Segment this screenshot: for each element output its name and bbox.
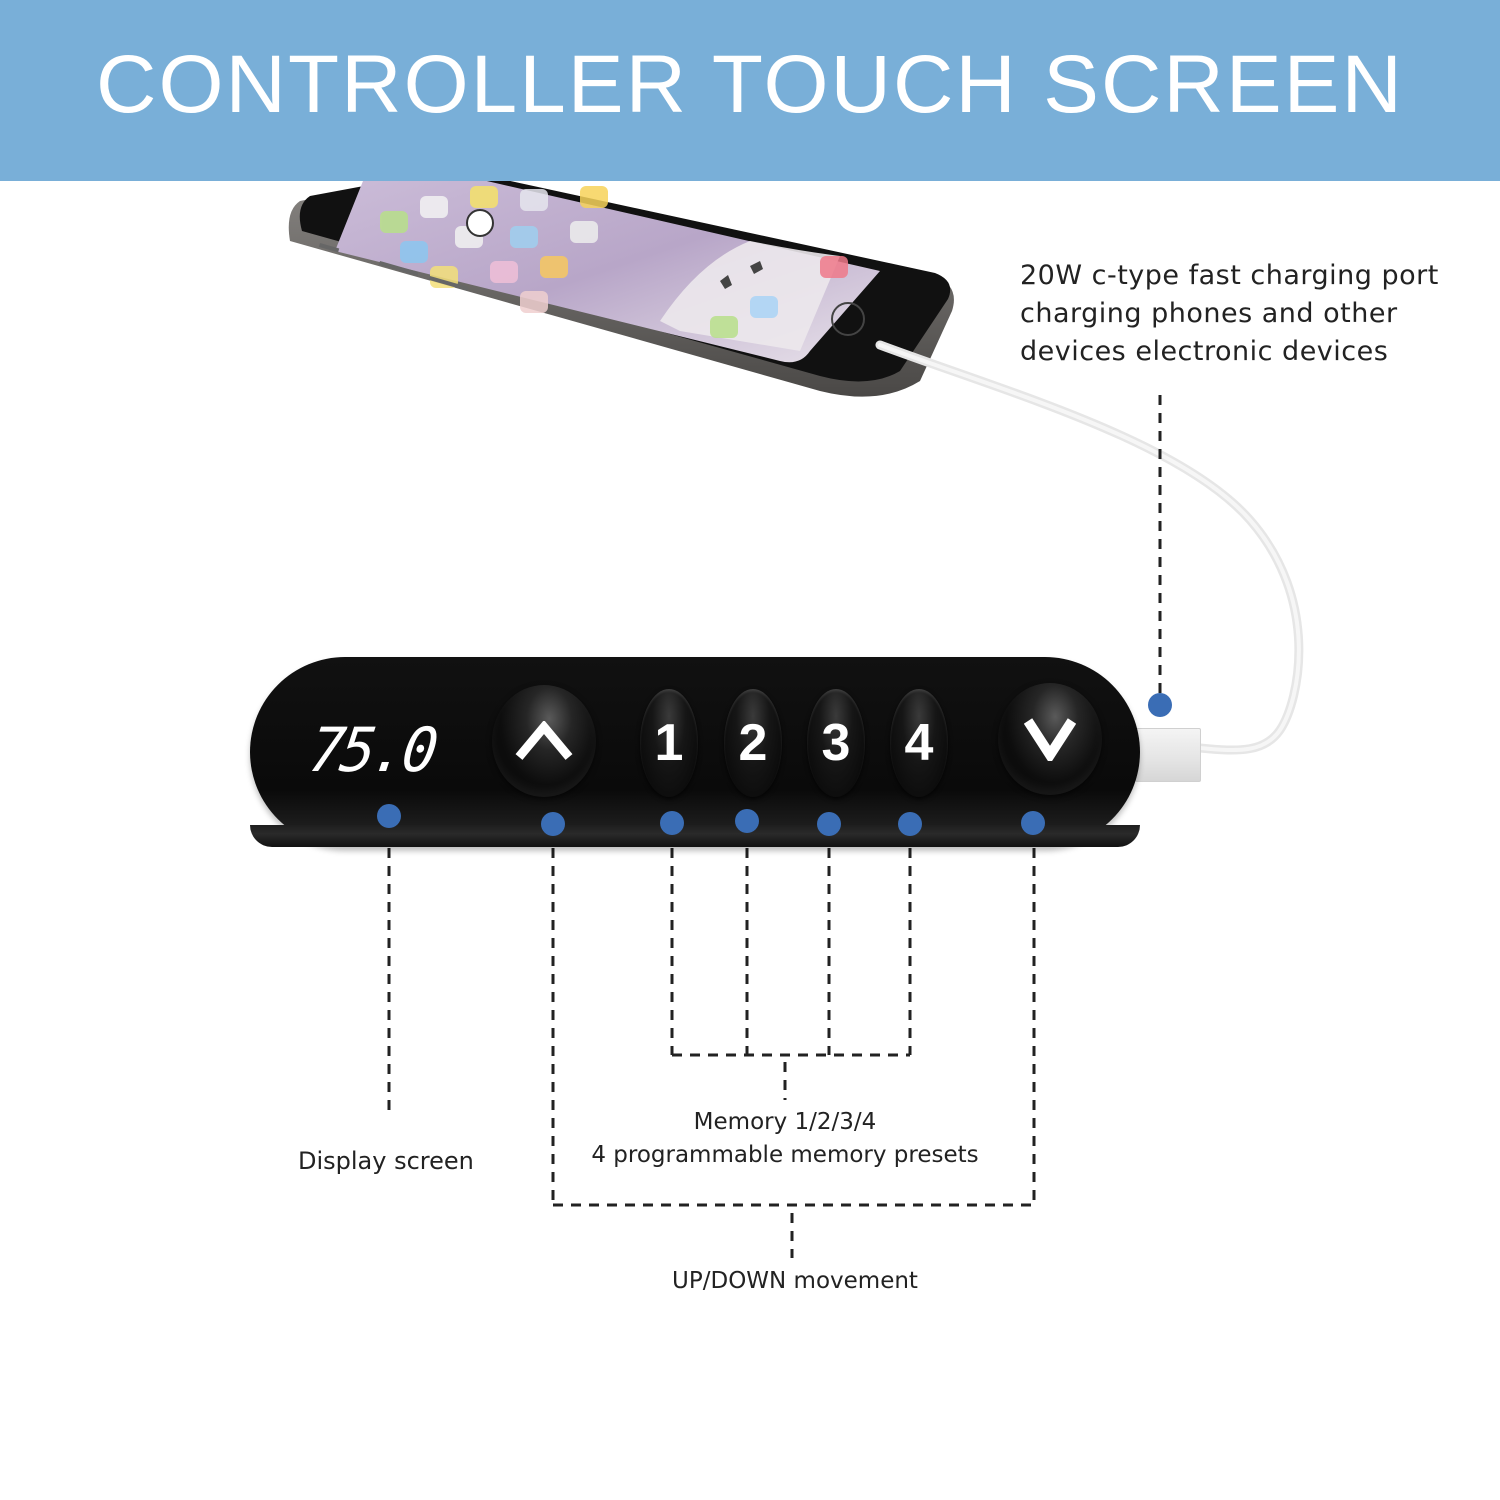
smartphone-icon xyxy=(288,181,954,397)
memory-button-2[interactable]: 2 xyxy=(724,689,782,797)
chevron-up-icon xyxy=(515,721,573,760)
charging-port-line-1: 20W c-type fast charging port xyxy=(1020,260,1439,291)
marker-memory-4 xyxy=(898,812,922,836)
marker-memory-3 xyxy=(817,812,841,836)
height-display: 75.0 xyxy=(304,714,439,786)
memory-title: Memory 1/2/3/4 xyxy=(693,1109,877,1135)
up-button[interactable] xyxy=(492,685,596,797)
down-button[interactable] xyxy=(998,683,1102,795)
marker-charging-port xyxy=(1148,693,1172,717)
display-screen-label: Display screen xyxy=(298,1147,474,1175)
controller-rim xyxy=(250,825,1140,847)
memory-subtitle: 4 programmable memory presets xyxy=(591,1142,979,1168)
header-banner: CONTROLLER TOUCH SCREEN xyxy=(0,0,1500,181)
memory-button-1[interactable]: 1 xyxy=(640,689,698,797)
memory-button-3[interactable]: 3 xyxy=(807,689,865,797)
charging-port-line-2: charging phones and other xyxy=(1020,298,1398,329)
marker-down xyxy=(1021,811,1045,835)
usb-c-charging-plug xyxy=(1135,728,1201,782)
chevron-down-icon xyxy=(1024,718,1076,761)
smartphone-image xyxy=(280,181,970,411)
marker-memory-1 xyxy=(660,811,684,835)
charging-port-callout: 20W c-type fast charging port charging p… xyxy=(1020,257,1439,371)
memory-callout: Memory 1/2/3/4 4 programmable memory pre… xyxy=(560,1106,1010,1172)
marker-up xyxy=(541,812,565,836)
charging-port-line-3: devices electronic devices xyxy=(1020,336,1389,367)
page-title: CONTROLLER TOUCH SCREEN xyxy=(96,39,1404,130)
up-down-label: UP/DOWN movement xyxy=(672,1268,918,1294)
marker-memory-2 xyxy=(735,809,759,833)
memory-button-4[interactable]: 4 xyxy=(890,689,948,797)
marker-display xyxy=(377,804,401,828)
